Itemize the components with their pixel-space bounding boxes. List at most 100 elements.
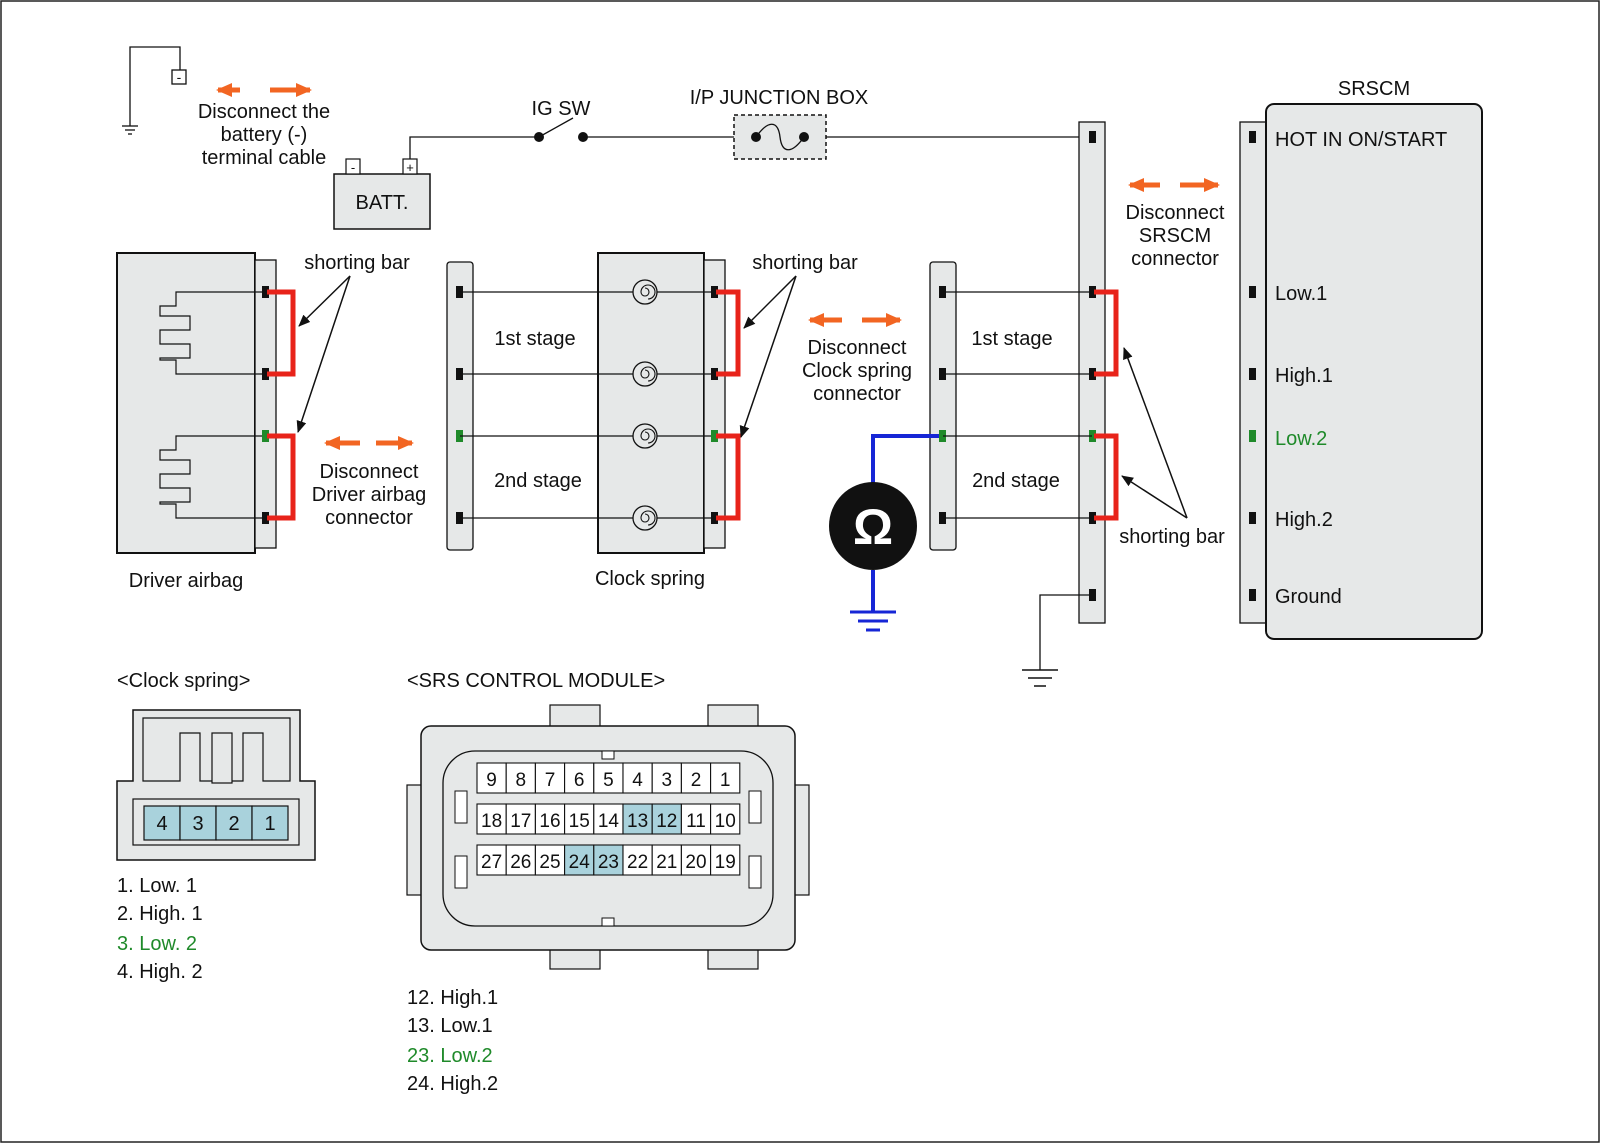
srscm-pin-hot-in: HOT IN ON/START (1275, 129, 1447, 151)
srs-pin-16: 16 (539, 811, 560, 832)
batt-plus-label: + (406, 160, 414, 175)
srs-pin-cell-10 (710, 803, 741, 835)
srs-pin-6: 6 (574, 770, 585, 791)
shorting-bar-right-label: shorting bar (1119, 526, 1225, 548)
clock-legend-4: 4. High. 2 (117, 961, 203, 983)
srs-pin-cell-7 (534, 762, 566, 794)
srs-pin-cell-11 (680, 803, 712, 835)
disconnect-srscm-line3: connector (1131, 248, 1219, 270)
clock-legend-3: 3. Low. 2 (117, 933, 197, 955)
srs-pin-cell-23 (593, 844, 624, 876)
srs-pin-21: 21 (656, 852, 677, 873)
clock-spring-spirals (640, 284, 656, 526)
battery-wire (409, 136, 539, 159)
ground-symbol-ohmmeter (850, 610, 896, 632)
srscm-pin-high1: High.1 (1275, 365, 1333, 387)
disconnect-driver-line1: Disconnect (320, 461, 419, 483)
srs-pin-12: 12 (656, 811, 677, 832)
srs-pin-7: 7 (545, 770, 556, 791)
batt-minus-label: - (351, 160, 355, 175)
driver-airbag-connector (254, 259, 277, 549)
srs-pin-10: 10 (715, 811, 736, 832)
disconnect-srscm-line1: Disconnect (1126, 202, 1225, 224)
disconnect-srscm-line2: SRSCM (1139, 225, 1211, 247)
shorting-bar-mid-label: shorting bar (752, 252, 858, 274)
srs-pin-23: 23 (598, 852, 619, 873)
ground-symbol-srscm (1022, 669, 1058, 687)
srs-pin-8: 8 (516, 770, 527, 791)
shorting-bar-driver (267, 289, 296, 521)
disconnect-clock-line3: connector (813, 383, 901, 405)
disconnect-battery-line3: terminal cable (202, 147, 327, 169)
srs-pin-cell-5 (593, 762, 624, 794)
srs-pin-20: 20 (685, 852, 706, 873)
ground-minus-label: - (177, 69, 182, 85)
srs-pin-cell-20 (680, 844, 712, 876)
srs-pin-9: 9 (486, 770, 497, 791)
disconnect-clock-line2: Clock spring (802, 360, 912, 382)
srs-pin-cell-19 (710, 844, 741, 876)
shorting-bar-left-label: shorting bar (304, 252, 410, 274)
srs-pin-1: 1 (720, 770, 731, 791)
stage2-left-label: 2nd stage (494, 470, 582, 492)
srs-pin-22: 22 (627, 852, 648, 873)
srs-pin-cell-14 (593, 803, 624, 835)
disconnect-battery-line1: Disconnect the (198, 101, 330, 123)
srs-legend-24: 24. High.2 (407, 1073, 498, 1095)
stage1-left-label: 1st stage (494, 328, 575, 350)
clock-spring-label: Clock spring (595, 568, 705, 590)
srs-pin-19: 19 (715, 852, 736, 873)
srs-pin-cell-18 (476, 803, 507, 835)
srscm-pin-ground: Ground (1275, 586, 1342, 608)
shorting-bar-srscm (1094, 289, 1119, 521)
clock-connector-title: <Clock spring> (117, 670, 250, 692)
ig-switch (534, 117, 588, 142)
srs-pin-cell-9 (476, 762, 507, 794)
ip-junction-box-label: I/P JUNCTION BOX (690, 87, 869, 109)
clock-legend-2: 2. High. 1 (117, 903, 203, 925)
ground-symbol-top (122, 125, 138, 135)
srs-pin-4: 4 (632, 770, 643, 791)
srscm-pin-low2: Low.2 (1275, 428, 1327, 450)
srs-pin-cell-17 (505, 803, 536, 835)
clock-pin-1: 1 (264, 813, 275, 835)
clock-legend-1: 1. Low. 1 (117, 875, 197, 897)
srs-pin-15: 15 (569, 811, 590, 832)
driver-airbag-squib-1 (159, 291, 266, 375)
srs-pin-cell-25 (534, 844, 566, 876)
srs-pin-cell-1 (710, 762, 741, 794)
clock-spring-harness-pins (456, 286, 463, 524)
srs-pin-27: 27 (481, 852, 502, 873)
srscm-side-clock-connector (929, 261, 957, 551)
srs-pin-cell-2 (680, 762, 712, 794)
srs-pin-25: 25 (539, 852, 560, 873)
battery-ground-section: - (122, 46, 187, 135)
clock-spring-harness-connector (446, 261, 474, 551)
driver-airbag-body (116, 252, 256, 554)
ig-sw-label: IG SW (532, 98, 591, 120)
srscm-pin-low1: Low.1 (1275, 283, 1327, 305)
srs-pin-cell-8 (505, 762, 536, 794)
srscm-pin-high2: High.2 (1275, 509, 1333, 531)
driver-airbag-squib-2 (159, 435, 266, 519)
srs-legend-12: 12. High.1 (407, 987, 498, 1009)
srs-pin-5: 5 (603, 770, 614, 791)
srs-pin-cell-3 (651, 762, 682, 794)
ip-junction-box (733, 114, 827, 160)
clock-connector-pin-cells (143, 805, 289, 841)
clock-spring-wires (460, 291, 711, 519)
srs-pin-cell-6 (564, 762, 595, 794)
ohmmeter-lead-positive (871, 434, 939, 490)
clock-spring-connector (703, 259, 726, 549)
srscm-module-pins (1249, 131, 1256, 601)
srs-pin-cell-15 (564, 803, 595, 835)
disconnect-driver-line3: connector (325, 507, 413, 529)
ohm-symbol: Ω (853, 499, 893, 555)
clock-pin-2: 2 (228, 813, 239, 835)
shorting-bar-clock (716, 289, 741, 521)
driver-airbag-label: Driver airbag (129, 570, 243, 592)
clock-spring-pins (711, 286, 718, 524)
srscm-harness-pins (1089, 131, 1096, 601)
srscm-title: SRSCM (1338, 78, 1410, 100)
